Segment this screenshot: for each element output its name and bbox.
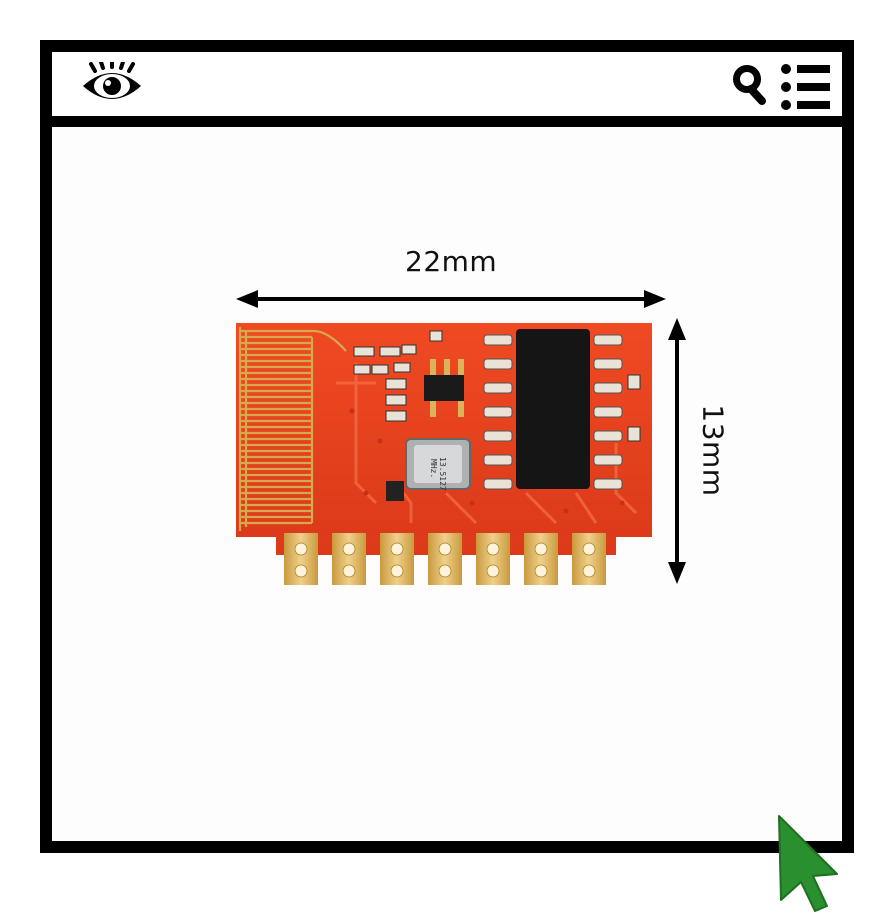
width-label: 22mm	[405, 245, 498, 278]
eye-icon[interactable]	[81, 62, 143, 106]
title-bar	[52, 52, 842, 127]
pcb-module-image: 13.5127 MHz.	[236, 323, 652, 585]
height-label: 13mm	[696, 404, 730, 497]
content-area: 22mm 13mm	[52, 127, 842, 841]
crystal-label-1: 13.5127	[438, 457, 447, 491]
width-arrow	[236, 290, 666, 308]
browser-window: 22mm 13mm	[40, 40, 854, 853]
mouse-cursor-icon	[778, 815, 838, 912]
crystal-label-2: MHz.	[429, 459, 438, 478]
list-menu-icon[interactable]	[780, 62, 832, 112]
height-arrow	[668, 318, 686, 584]
search-icon[interactable]	[732, 64, 766, 108]
